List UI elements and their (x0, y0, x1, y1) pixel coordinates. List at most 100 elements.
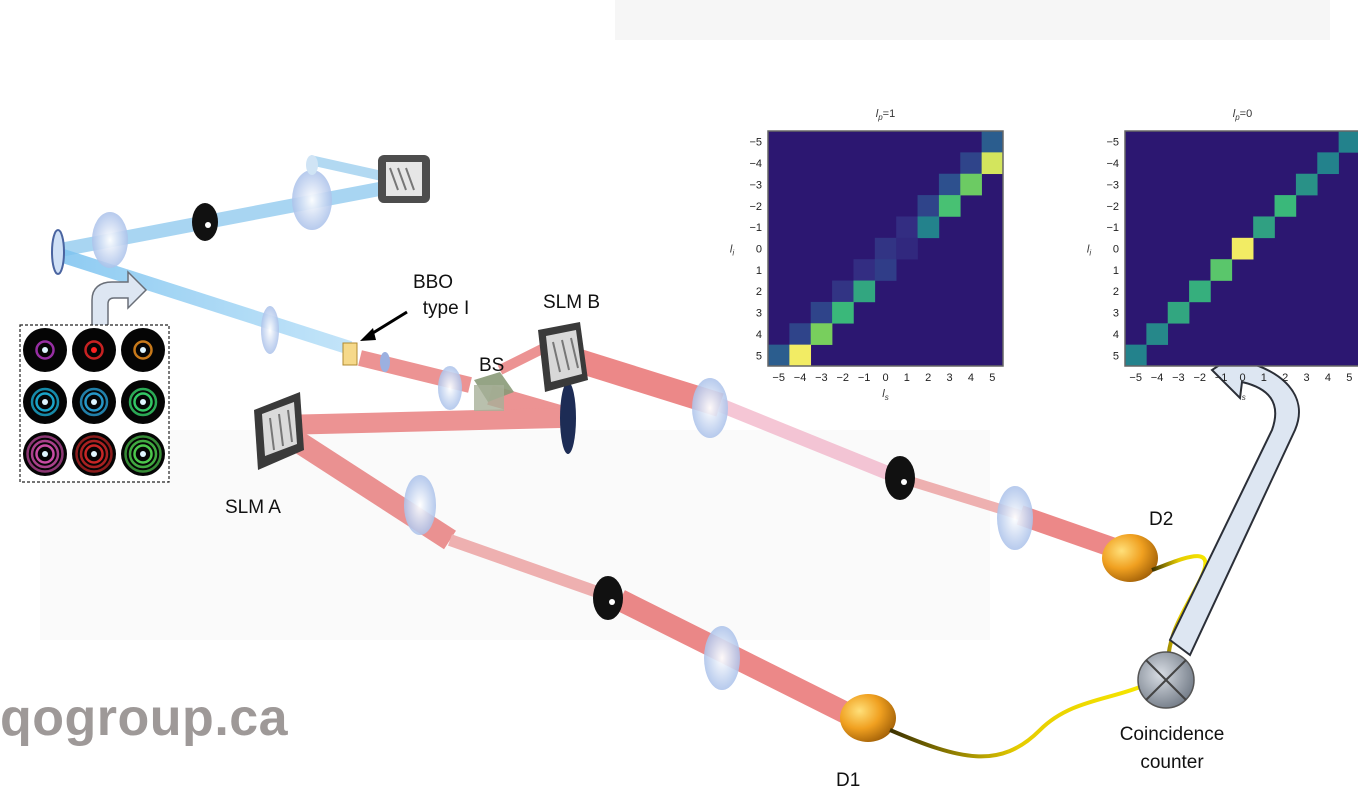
y-tick-label: −4 (749, 158, 762, 170)
x-tick-label: 5 (1346, 372, 1352, 384)
heatmap-cell (832, 280, 854, 303)
heatmap-cell (938, 195, 961, 217)
x-tick-label: −3 (1172, 372, 1185, 384)
lens (404, 475, 436, 535)
x-tick-label: −4 (794, 372, 807, 384)
mirror (51, 229, 65, 275)
mode-image (121, 328, 165, 372)
heatmap-cell (853, 259, 876, 281)
heatmap-cell (1338, 131, 1358, 153)
x-tick-label: 1 (1261, 372, 1267, 384)
y-tick-label: −5 (1106, 137, 1119, 149)
heatmap-cell (874, 237, 897, 260)
mode-image (23, 432, 67, 476)
x-tick-label: 1 (904, 372, 910, 384)
brand-watermark: qogroup.ca (0, 689, 289, 747)
detector-d1 (840, 694, 896, 742)
pinhole (885, 456, 915, 500)
y-tick-label: −1 (1106, 222, 1119, 234)
x-tick-label: −4 (1151, 372, 1164, 384)
heatmap-cell (1210, 259, 1233, 281)
heatmap-cell (917, 216, 940, 239)
y-axis-label: li (730, 244, 734, 258)
fiber-d1 (889, 683, 1146, 759)
mode-image (121, 380, 165, 424)
x-tick-label: 3 (1304, 372, 1310, 384)
lens (380, 352, 390, 372)
y-tick-label: 3 (756, 308, 762, 320)
y-axis-label: li (1087, 244, 1091, 258)
lens (292, 170, 332, 230)
y-tick-label: −2 (1106, 201, 1119, 213)
bbo-crystal (342, 342, 358, 366)
heatmap-cell (960, 152, 982, 175)
heatmap-cell (874, 259, 897, 281)
heatmap-cell (789, 323, 812, 345)
heatmap-cell (789, 344, 812, 367)
heatmap-frame (1124, 130, 1358, 367)
bbo-label-line1: BBO (412, 272, 454, 293)
y-tick-label: 2 (756, 286, 762, 298)
background-panel (40, 430, 990, 640)
d1-label: D1 (836, 770, 861, 791)
x-axis-label: ls (882, 388, 888, 402)
heatmap-cell (768, 344, 790, 367)
x-tick-label: −2 (836, 372, 849, 384)
y-tick-label: 3 (1113, 308, 1119, 320)
y-tick-label: 5 (756, 350, 762, 362)
coincidence-label-line2: counter (1140, 752, 1204, 773)
x-tick-label: −5 (772, 372, 785, 384)
mode-image (23, 328, 67, 372)
heatmap-cell (1125, 344, 1147, 367)
heatmap-cell (1317, 152, 1339, 175)
result-arrow (1168, 343, 1300, 657)
mode-image (72, 432, 116, 476)
heatmap-frame (767, 130, 1004, 367)
heatmap-cell (810, 301, 833, 324)
y-tick-label: 4 (1113, 329, 1119, 341)
heatmap-cell (853, 280, 876, 303)
y-tick-label: −3 (749, 179, 762, 191)
mode-image (72, 328, 116, 372)
heatmap-cell (1167, 301, 1190, 324)
pinhole (192, 203, 218, 241)
slm-b (538, 322, 588, 392)
mode-image (23, 380, 67, 424)
y-tick-label: 1 (756, 265, 762, 277)
heatmap-cell (896, 237, 918, 260)
x-axis-label: ls (1239, 388, 1245, 402)
lens (438, 366, 462, 410)
heatmap-cell (1146, 323, 1169, 345)
heatmap-cell (1295, 173, 1318, 196)
slm-a-label: SLM A (225, 497, 281, 518)
x-tick-label: 4 (968, 372, 974, 384)
y-tick-label: −5 (749, 137, 762, 149)
x-tick-label: −3 (815, 372, 828, 384)
mode-image (72, 380, 116, 424)
y-tick-label: 0 (756, 244, 762, 256)
mode-image (121, 432, 165, 476)
x-tick-label: 4 (1325, 372, 1331, 384)
slm-b-label: SLM B (543, 292, 601, 313)
heatmap-cell (1231, 237, 1254, 260)
x-tick-label: 3 (947, 372, 953, 384)
x-tick-label: −2 (1193, 372, 1206, 384)
detector-d2 (1102, 534, 1158, 582)
y-tick-label: 0 (1113, 244, 1119, 256)
heatmap-cell (896, 216, 918, 239)
coincidence-label-line1: Coincidence (1119, 724, 1225, 745)
heatmap-title: lp=1 (876, 108, 895, 122)
heatmap-cell (917, 195, 940, 217)
y-tick-label: 4 (756, 329, 762, 341)
heatmap-cell (1274, 195, 1297, 217)
heatmap-cell (1189, 280, 1211, 303)
x-tick-label: −1 (1215, 372, 1228, 384)
x-tick-label: −5 (1129, 372, 1142, 384)
y-tick-label: 5 (1113, 350, 1119, 362)
mode-grid (19, 324, 170, 483)
x-tick-label: 5 (989, 372, 995, 384)
d2-label: D2 (1149, 509, 1174, 530)
